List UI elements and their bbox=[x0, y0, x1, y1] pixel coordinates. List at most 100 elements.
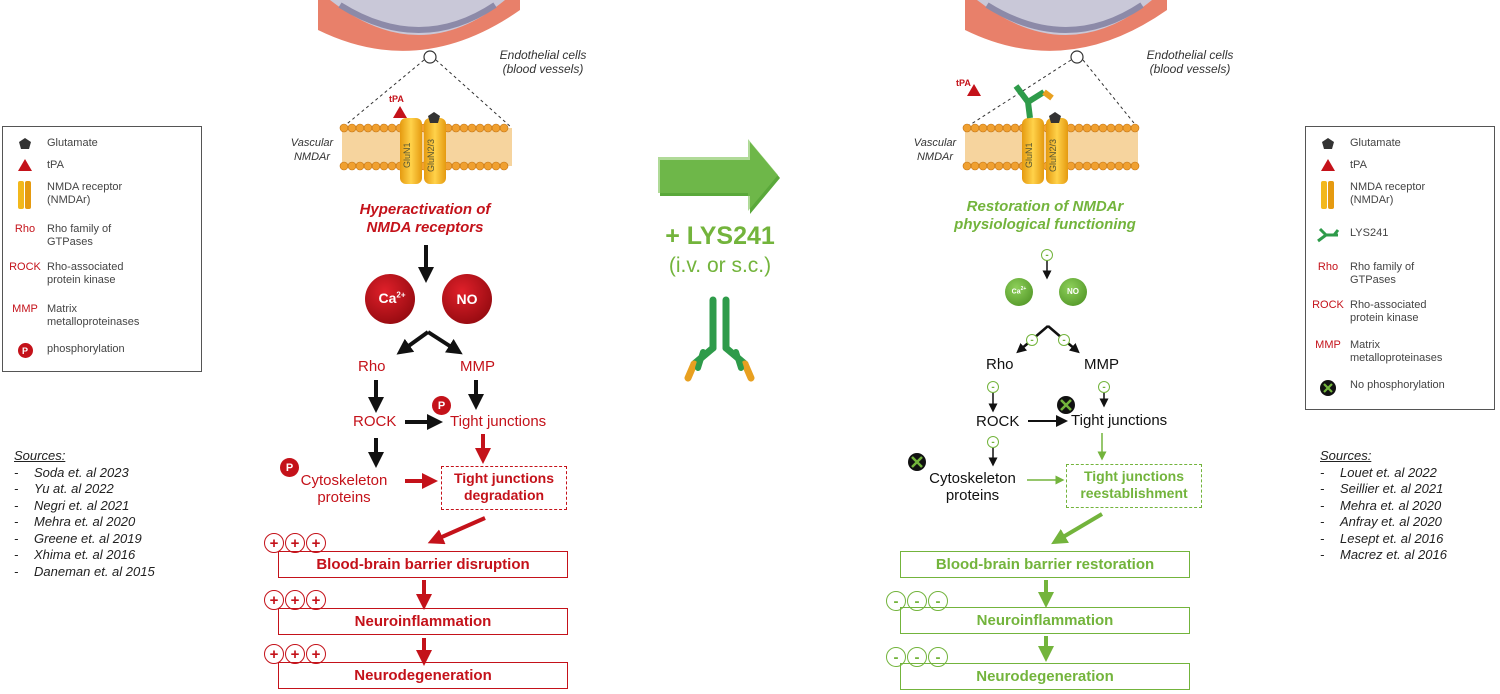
right-title: Restoration of NMDAr physiological funct… bbox=[954, 198, 1136, 233]
legend-item: ROCK Rho-associated protein kinase bbox=[1306, 299, 1460, 325]
minus-symbol: - bbox=[886, 591, 906, 611]
minus-symbol: - bbox=[907, 591, 927, 611]
lipid-head bbox=[483, 161, 493, 171]
lipid-head bbox=[994, 123, 1004, 133]
neuroinflammation-box-right: Neuroinflammation bbox=[900, 607, 1190, 634]
no-ball-right bbox=[1059, 278, 1087, 306]
plus-symbol: + bbox=[285, 590, 305, 610]
plus-group-neuroinflammation: + + + bbox=[264, 590, 326, 610]
lipid-head bbox=[1074, 123, 1084, 133]
source-item: Negri et. al 2021 bbox=[14, 498, 214, 515]
lipid-head bbox=[363, 123, 373, 133]
legend-key: Rho bbox=[1317, 261, 1339, 273]
source-item: Lesept et. al 2016 bbox=[1320, 531, 1495, 548]
tpa-label-right: tPA bbox=[956, 78, 971, 88]
bbb-disruption-box: Blood-brain barrier disruption bbox=[278, 551, 568, 578]
source-item: Seillier et. al 2021 bbox=[1320, 481, 1495, 498]
route-label: (i.v. or s.c.) bbox=[668, 254, 772, 277]
legend-item: MMP Matrix metalloproteinases bbox=[1306, 339, 1460, 365]
legend-text: LYS241 bbox=[1350, 227, 1389, 239]
legend-text: NMDA receptor (NMDAr) bbox=[47, 181, 123, 206]
ca-ball-right bbox=[1005, 278, 1033, 306]
legend-text: Matrix metalloproteinases bbox=[47, 303, 140, 328]
lipid-head bbox=[970, 161, 980, 171]
plus-symbol: + bbox=[306, 644, 326, 664]
minus-group-neuroinflammation: - - - bbox=[886, 591, 948, 611]
plus-symbol: + bbox=[264, 644, 284, 664]
lipid-head bbox=[475, 123, 485, 133]
no-phosphorylation-marker-tight bbox=[1057, 396, 1075, 414]
minus-symbol: - bbox=[886, 647, 906, 667]
lipid-head bbox=[1082, 123, 1092, 133]
neurodegeneration-box-left: Neurodegeneration bbox=[278, 662, 568, 689]
legend-text: Rho family of GTPases bbox=[47, 223, 112, 248]
legend-text: Matrix metalloproteinases bbox=[1350, 339, 1443, 364]
blood-vessel-left bbox=[318, 0, 520, 64]
nmda-receptor-right bbox=[967, 84, 1068, 184]
legend-item: Glutamate bbox=[3, 137, 157, 151]
lipid-head bbox=[459, 123, 469, 133]
lipid-head bbox=[475, 161, 485, 171]
legend-text: Rho-associated protein kinase bbox=[1350, 299, 1427, 324]
lipid-head bbox=[371, 161, 381, 171]
lipid-head bbox=[1066, 161, 1076, 171]
blood-vessel-right bbox=[965, 0, 1167, 64]
ca-ball-left bbox=[365, 274, 415, 324]
lipid-head bbox=[483, 123, 493, 133]
treatment-label: + LYS241 bbox=[665, 222, 775, 250]
sources-right: Sources: Louet et. al 2022 Seillier et. … bbox=[1320, 448, 1495, 564]
source-item: Anfray et. al 2020 bbox=[1320, 514, 1495, 531]
plus-group-bbb: + + + bbox=[264, 533, 326, 553]
nmda-receptor-icon bbox=[18, 181, 31, 209]
nmda-receptor-icon bbox=[1321, 181, 1334, 209]
lipid-head bbox=[347, 123, 357, 133]
legend-text: NMDA receptor (NMDAr) bbox=[1350, 181, 1426, 206]
phosphorylation-marker-tight: P bbox=[432, 396, 451, 415]
legend-key: ROCK bbox=[9, 261, 41, 273]
lipid-head bbox=[1074, 161, 1084, 171]
glun2-label-left: GluN2/3 bbox=[426, 138, 436, 172]
ca-superscript: 2+ bbox=[1020, 286, 1027, 292]
no-label-left: NO bbox=[456, 291, 478, 307]
lipid-head bbox=[978, 161, 988, 171]
legend-item: MMP Matrix metalloproteinases bbox=[3, 303, 157, 329]
endothelial-label-left: Endothelial cells (blood vessels) bbox=[499, 48, 587, 76]
source-item: Yu at. al 2022 bbox=[14, 481, 214, 498]
lipid-head bbox=[379, 161, 389, 171]
source-item: Macrez et. al 2016 bbox=[1320, 547, 1495, 564]
lipid-head bbox=[499, 161, 509, 171]
legend-text: tPA bbox=[1350, 159, 1367, 171]
cytoskeleton-left: Cytoskeleton proteins bbox=[300, 472, 388, 506]
glutamate-icon bbox=[1322, 138, 1334, 149]
ca-text: Ca bbox=[378, 290, 397, 306]
no-label-right: NO bbox=[1067, 287, 1079, 296]
lipid-head bbox=[1082, 161, 1092, 171]
lipid-head bbox=[1106, 161, 1116, 171]
endothelial-label-right: Endothelial cells (blood vessels) bbox=[1146, 48, 1234, 76]
plus-symbol: + bbox=[306, 590, 326, 610]
legend-item: Rho Rho family of GTPases bbox=[3, 223, 157, 249]
plus-group-neurodegeneration: + + + bbox=[264, 644, 326, 664]
legend-key: ROCK bbox=[1312, 299, 1344, 311]
bbb-restoration-box: Blood-brain barrier restoration bbox=[900, 551, 1190, 578]
sources-title: Sources: bbox=[1320, 448, 1372, 463]
plus-symbol: + bbox=[264, 590, 284, 610]
no-phosphorylation-icon bbox=[1320, 380, 1336, 396]
minus-symbol: - bbox=[1026, 334, 1038, 346]
source-item: Mehra et. al 2020 bbox=[14, 514, 214, 531]
treatment-arrow bbox=[658, 139, 780, 214]
lipid-head bbox=[986, 161, 996, 171]
rho-label-left: Rho bbox=[358, 358, 386, 375]
lipid-head bbox=[994, 161, 1004, 171]
zoom-lines-right bbox=[964, 59, 1139, 129]
rock-label-left: ROCK bbox=[353, 413, 397, 430]
minus-symbol: - bbox=[1041, 249, 1053, 261]
lipid-head bbox=[499, 123, 509, 133]
neuroinflammation-box-left: Neuroinflammation bbox=[278, 608, 568, 635]
lipid-head bbox=[371, 123, 381, 133]
legend-item: tPA bbox=[3, 159, 157, 172]
lipid-head bbox=[363, 161, 373, 171]
lipid-head bbox=[1106, 123, 1116, 133]
lipid-head bbox=[1114, 161, 1124, 171]
tight-junctions-left: Tight junctions bbox=[450, 413, 547, 430]
